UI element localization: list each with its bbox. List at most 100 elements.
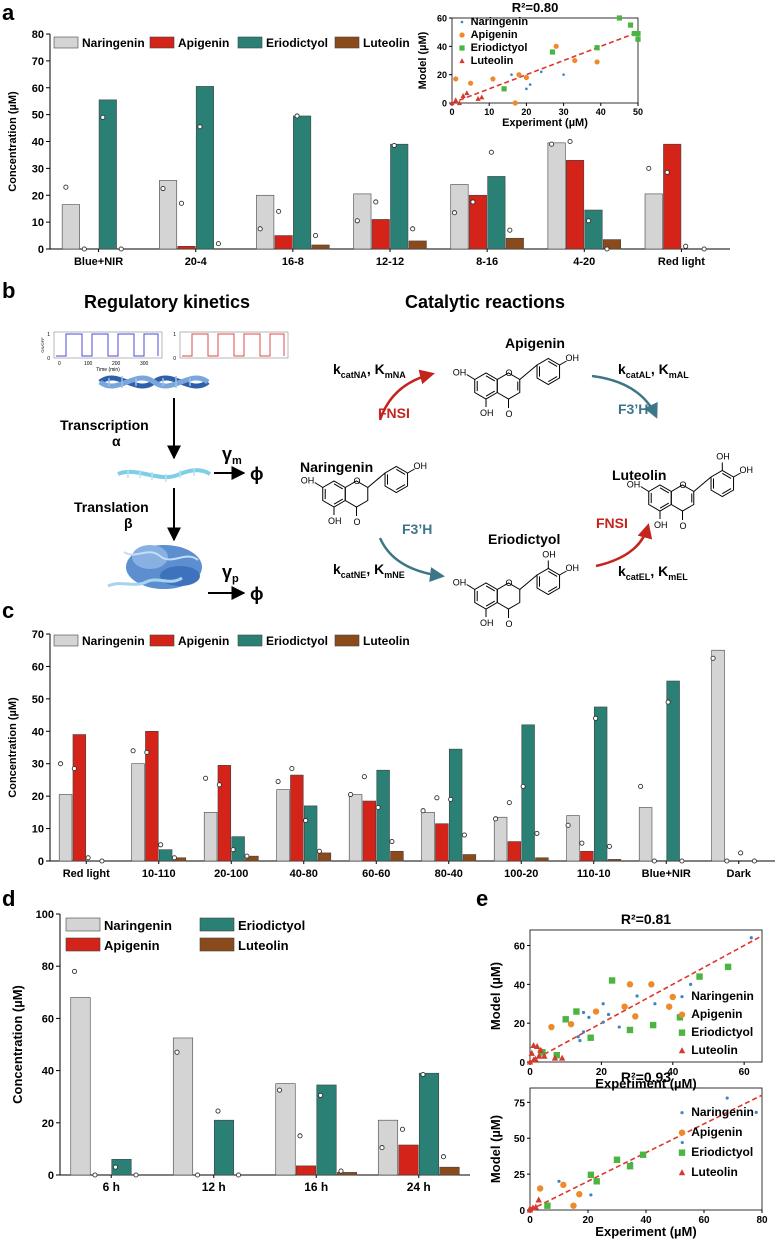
- model-point-luteolin: [461, 832, 467, 838]
- y-tick-label: 60: [514, 942, 526, 953]
- model-point-naringenin: [451, 210, 458, 216]
- f3h-label: F3’H: [402, 521, 432, 537]
- ring-a: [474, 582, 498, 610]
- ring-b: [536, 567, 561, 596]
- x-tick-label: 40: [640, 1215, 652, 1226]
- point-luteolin: [678, 1047, 686, 1054]
- model-point-apigenin: [178, 200, 185, 206]
- y-tick-label: 10: [32, 217, 44, 229]
- point-naringenin: [689, 982, 693, 986]
- bar-eriodictyol: [195, 86, 214, 250]
- ring-b: [384, 465, 409, 494]
- model-point-luteolin: [410, 226, 416, 232]
- regulatory-kinetics-title: Regulatory kinetics: [84, 292, 250, 312]
- y-tick-label: 0: [519, 1058, 525, 1069]
- bar-eriodictyol: [390, 143, 409, 250]
- double-bond: [333, 483, 344, 490]
- point-naringenin: [635, 994, 639, 998]
- bar-naringenin: [353, 193, 372, 250]
- panel-b-schematic: Regulatory kinetics Catalytic reactions …: [40, 292, 753, 629]
- point-eriodictyol: [501, 86, 507, 92]
- y-axis-label: Concentration (µM): [10, 985, 25, 1104]
- panel-label-d: d: [2, 886, 15, 911]
- double-bond: [396, 468, 406, 475]
- model-point-apigenin: [92, 1172, 98, 1178]
- bar-eriodictyol: [98, 99, 117, 250]
- x-tick-label: 20: [596, 1067, 608, 1078]
- oxygen-label: O: [506, 368, 513, 378]
- point-luteolin: [528, 1049, 535, 1056]
- x-tick-label: Blue+NIR: [74, 256, 123, 268]
- x-tick-label: 4-20: [573, 256, 595, 268]
- bar-naringenin: [450, 184, 469, 250]
- rate-k-ne: kcatNE, KmNE: [333, 561, 405, 580]
- model-point-luteolin: [244, 853, 250, 859]
- y-tick-label: 80: [42, 961, 54, 973]
- bar-naringenin: [711, 649, 725, 862]
- y-tick-label: 60: [42, 1013, 54, 1025]
- model-point-apigenin: [276, 208, 282, 214]
- y-label: ON/OFF: [40, 337, 45, 353]
- x-tick-label: 0: [527, 1067, 533, 1078]
- model-point-naringenin: [130, 748, 136, 754]
- x-axis-label: Experiment (µM): [595, 1224, 696, 1239]
- y-tick-label: 20: [32, 190, 44, 202]
- point-eriodictyol: [635, 30, 641, 37]
- bar-naringenin: [493, 816, 508, 862]
- bar-apigenin: [468, 194, 487, 250]
- bar-luteolin: [607, 859, 622, 862]
- point-eriodictyol: [613, 1156, 621, 1163]
- double-bond: [659, 487, 670, 494]
- legend-swatch-eriodictyol: [237, 36, 263, 49]
- hydroxyl-label: OH: [414, 461, 428, 471]
- y-tick-label: 20: [42, 1118, 54, 1130]
- bar-apigenin: [435, 823, 449, 862]
- model-point-apigenin: [664, 169, 670, 175]
- alpha-label: α: [112, 433, 121, 449]
- model-point-eriodictyol: [294, 113, 300, 119]
- model-point-eriodictyol: [738, 850, 744, 856]
- point-eriodictyol: [459, 45, 465, 51]
- fnsi-label: FNSI: [596, 515, 628, 531]
- point-eriodictyol: [626, 1026, 634, 1034]
- f3h-arrow-apigenin-luteolin: [591, 374, 658, 419]
- bar-luteolin: [390, 850, 404, 862]
- hydroxyl-label: OH: [627, 480, 641, 490]
- model-point-naringenin: [549, 141, 555, 147]
- bar-luteolin: [439, 1166, 460, 1176]
- x-axis-label: Experiment (µM): [595, 1076, 696, 1091]
- point-apigenin: [512, 100, 518, 106]
- point-luteolin: [464, 90, 470, 96]
- point-eriodictyol: [587, 1034, 594, 1041]
- model-point-luteolin: [171, 855, 177, 861]
- phi-symbol: ϕ: [250, 464, 264, 484]
- point-naringenin: [539, 70, 543, 74]
- bar-apigenin: [580, 850, 594, 862]
- model-point-apigenin: [194, 1172, 201, 1178]
- bar-eriodictyol: [448, 748, 463, 862]
- bar-eriodictyol: [376, 769, 390, 862]
- fnsi-arrow-naringenin-apigenin: [378, 369, 435, 421]
- y-tick-label: 50: [32, 110, 44, 122]
- double-bond: [659, 502, 670, 509]
- hydroxyl-label: OH: [453, 578, 467, 588]
- model-point-luteolin: [751, 858, 757, 864]
- hydroxyl-bond: [466, 584, 476, 590]
- rate-k-el: kcatEL, KmEL: [618, 563, 688, 582]
- legend-label-naringenin: Naringenin: [691, 989, 754, 1003]
- y-tick: 1: [173, 332, 176, 338]
- y-tick-label: 60: [32, 661, 44, 673]
- point-naringenin: [460, 20, 464, 24]
- point-naringenin: [589, 1193, 593, 1197]
- model-point-apigenin: [373, 199, 379, 205]
- y-tick-label: 0: [48, 1170, 54, 1182]
- point-eriodictyol: [724, 963, 732, 971]
- point-naringenin: [581, 1030, 586, 1034]
- bar-naringenin: [348, 794, 363, 862]
- y-tick-label: 30: [32, 163, 44, 175]
- ring-a: [648, 484, 672, 512]
- x-tick-label: 16 h: [304, 1180, 328, 1194]
- legend-swatch-luteolin: [334, 36, 360, 49]
